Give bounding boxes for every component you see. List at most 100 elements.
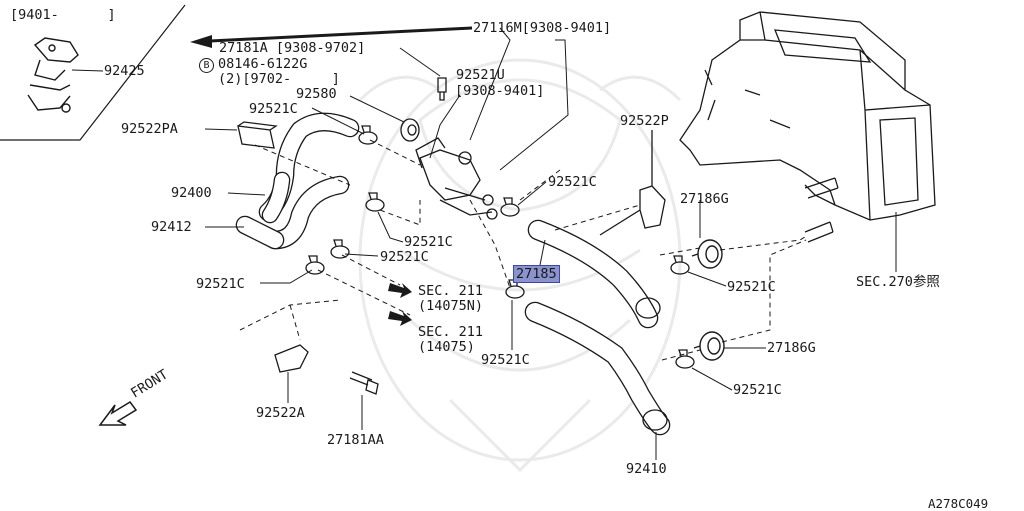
section-ref-211-b[interactable]: SEC. 211	[418, 324, 484, 340]
inset-valve-body	[27, 37, 79, 111]
watermark-outline	[358, 58, 682, 462]
part-label-92400[interactable]: 92400	[171, 185, 212, 201]
section-ref-211-a-code: (14075N)	[418, 298, 484, 314]
part-label-92580[interactable]: 92580	[296, 86, 337, 102]
heater-unit-outline	[679, 11, 936, 221]
hose-fill	[263, 173, 289, 222]
part-label-92425[interactable]: 92425	[104, 63, 145, 79]
part-label-92521U[interactable]: 92521U	[456, 67, 505, 83]
hose-icon	[527, 219, 659, 329]
part-label-92522A[interactable]: 92522A	[256, 405, 305, 421]
section-ref-211-a[interactable]: SEC. 211	[418, 283, 484, 299]
clamp-tab	[333, 239, 343, 247]
hose-icon	[524, 301, 671, 436]
heater-pipe-lower	[804, 221, 834, 243]
heater-unit-pipe-edge	[804, 184, 836, 206]
watermark-horns	[358, 75, 682, 102]
valve-port	[486, 208, 498, 220]
heater-unit-edges	[740, 11, 931, 221]
part-label-92521C-mid1[interactable]: 92521C	[404, 234, 453, 250]
section-ref-270[interactable]: SEC.270参照	[856, 274, 940, 290]
hose-icon	[235, 215, 285, 250]
part-label-92412[interactable]: 92412	[151, 219, 192, 235]
valve-pipes	[439, 187, 493, 216]
leader-27116M	[469, 27, 569, 171]
grommet-92580-icon	[400, 118, 420, 142]
water-valve-icon	[415, 137, 498, 220]
hose-end-icon	[635, 297, 661, 319]
clip-body	[237, 121, 278, 149]
leader-92521C-top	[311, 107, 365, 135]
hose-icon	[265, 175, 350, 250]
clamp-band	[358, 131, 378, 145]
heater-unit-ribs	[704, 69, 791, 129]
section-ref-211-b-code: (14075)	[418, 339, 475, 355]
arrow-to-inset	[209, 26, 473, 43]
hose-icon	[261, 171, 291, 224]
part-label-92521C-right2[interactable]: 92521C	[727, 279, 776, 295]
bracket-link	[599, 209, 641, 236]
clamp-band	[330, 245, 350, 259]
part-label-92522P[interactable]: 92522P	[620, 113, 669, 129]
clamp-icon	[365, 192, 385, 212]
leader-92580	[349, 95, 405, 123]
grommet-lip	[691, 253, 699, 257]
heater-unit-side-panel	[879, 117, 919, 206]
bolt-icon	[349, 371, 379, 395]
part-label-27116M[interactable]: 27116M[9308-9401]	[473, 20, 612, 36]
arrow-sec211-b-icon	[388, 311, 412, 326]
clamp-tab	[361, 125, 371, 133]
heater-pipe-upper	[804, 177, 839, 199]
clip-92522PA-icon	[237, 121, 278, 149]
clamp-tab	[308, 255, 318, 263]
nut-body	[400, 118, 420, 142]
part-label-27181AA[interactable]: 27181AA	[327, 432, 384, 448]
part-label-92410[interactable]: 92410	[626, 461, 667, 477]
bolt-body	[437, 77, 447, 101]
part-label-92521C-mid2[interactable]: 92521C	[380, 249, 429, 265]
part-label-92521C-top[interactable]: 92521C	[249, 101, 298, 117]
hose-end-icon	[642, 409, 668, 431]
clamp-tab	[368, 192, 378, 200]
clamp-icon	[670, 255, 690, 275]
grommet-icon	[691, 239, 723, 269]
bracket-92522A-icon	[274, 344, 309, 373]
grommet-inner	[705, 245, 719, 263]
leader-92521C-mid2	[344, 253, 379, 257]
bolt-part-number: 08146-6122G	[218, 56, 308, 72]
part-label-92521C-left[interactable]: 92521C	[196, 276, 245, 292]
leader-92521C-right2	[687, 271, 727, 287]
inset-valve-port	[61, 103, 71, 113]
leader-92521C-mid1	[377, 211, 404, 243]
clamp-icon	[305, 255, 325, 275]
part-label-92521C-bottom[interactable]: 92521C	[481, 352, 530, 368]
part-label-27186G-bottom[interactable]: 27186G	[767, 340, 816, 356]
leader-92521C-left	[260, 269, 313, 284]
leader-92521U	[429, 94, 461, 159]
clamp-tab	[678, 349, 688, 357]
leader-27185	[539, 239, 546, 266]
valve-port	[482, 194, 494, 206]
leader-92522PA	[204, 128, 238, 131]
part-label-92521C-right3[interactable]: 92521C	[733, 382, 782, 398]
part-label-92522PA[interactable]: 92522PA	[121, 121, 178, 137]
leader-92521C-right3	[691, 367, 733, 391]
clamp-tab	[503, 197, 513, 205]
part-label-27185-highlighted[interactable]: 27185	[513, 265, 560, 283]
clamp-band	[500, 203, 520, 217]
leader-92400	[227, 192, 266, 196]
grommet-lip	[693, 345, 701, 349]
leader-27181A	[399, 47, 441, 77]
clamp-band	[365, 198, 385, 212]
arrow-sec211-a-icon	[388, 283, 412, 298]
clamp-band	[670, 261, 690, 275]
dashed-assembly-lines	[254, 139, 421, 316]
part-label-27181A[interactable]: 27181A [9308-9702]	[219, 40, 366, 56]
part-label-27186G-top[interactable]: 27186G	[680, 191, 729, 207]
dashed-assembly-lines	[239, 299, 341, 341]
inset-border	[0, 4, 186, 141]
bolt-aa-body	[349, 371, 379, 395]
part-label-92521C-right1[interactable]: 92521C	[548, 174, 597, 190]
